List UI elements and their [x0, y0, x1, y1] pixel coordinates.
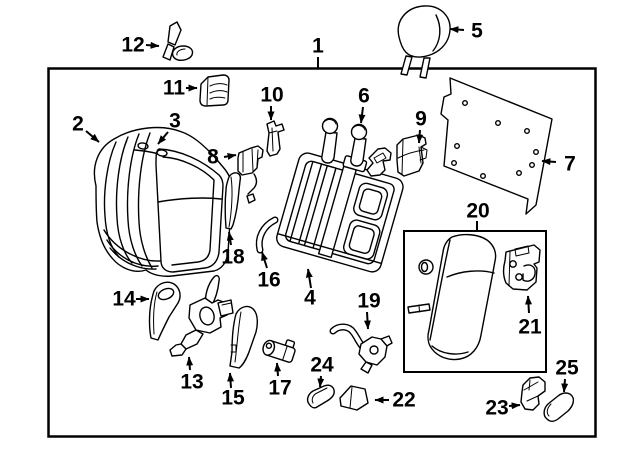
- callout-label-16[interactable]: 16: [257, 268, 281, 292]
- callout-label-18[interactable]: 18: [221, 245, 245, 269]
- callout-7-arrow: [541, 158, 557, 166]
- callout-2-arrow: [85, 130, 100, 143]
- callout-arrows: [85, 26, 569, 410]
- callout-label-1[interactable]: 1: [312, 34, 324, 58]
- part-13-latch-drawing: [169, 274, 234, 357]
- callout-label-5[interactable]: 5: [471, 19, 483, 43]
- callout-label-15[interactable]: 15: [221, 386, 245, 410]
- callout-label-22[interactable]: 22: [392, 388, 416, 412]
- callout-label-21[interactable]: 21: [518, 315, 542, 339]
- callout-label-13[interactable]: 13: [180, 370, 204, 394]
- part-17-cylinder-drawing: [262, 339, 296, 363]
- callout-label-12[interactable]: 12: [121, 33, 145, 57]
- callout-label-9[interactable]: 9: [415, 107, 427, 131]
- callout-label-4[interactable]: 4: [304, 286, 316, 310]
- callout-label-7[interactable]: 7: [564, 152, 576, 176]
- part-22-corner-cover-drawing: [339, 385, 369, 411]
- callout-16-arrow: [261, 251, 268, 269]
- part-24-trim-drawing: [306, 384, 335, 409]
- callout-18-arrow: [226, 231, 234, 246]
- callout-17-arrow: [274, 362, 282, 377]
- callout-label-2[interactable]: 2: [72, 112, 84, 136]
- callout-label-25[interactable]: 25: [555, 356, 579, 380]
- callout-6-arrow: [358, 106, 366, 124]
- part-25-oval-trim-drawing: [543, 392, 575, 422]
- callout-24-arrow: [317, 375, 325, 388]
- part-16-rod-drawing: [255, 216, 279, 254]
- callout-25-arrow: [561, 378, 569, 393]
- callout-label-6[interactable]: 6: [358, 84, 370, 108]
- part-clip-drawing: [366, 147, 392, 177]
- part-18-trim-strip-drawing: [224, 172, 242, 230]
- callout-label-17[interactable]: 17: [268, 376, 292, 400]
- part-clip-strip-drawing: [407, 303, 431, 314]
- part-15-cover-drawing: [229, 305, 259, 369]
- callout-label-3[interactable]: 3: [169, 109, 181, 133]
- part-23-cover-drawing: [520, 376, 546, 411]
- callout-label-8[interactable]: 8: [207, 145, 219, 169]
- part-14-cover-drawing: [148, 281, 181, 341]
- callout-21-arrow: [525, 295, 532, 314]
- part-10-bracket-drawing: [266, 120, 285, 157]
- part-7-back-panel-drawing: [440, 77, 553, 215]
- callout-label-10[interactable]: 10: [260, 83, 284, 107]
- part-11-guide-cap-drawing: [199, 74, 230, 107]
- callout-13-arrow: [186, 356, 194, 371]
- part-20-armrest-drawing: [427, 233, 497, 361]
- part-6-bolts-drawing: [321, 117, 368, 167]
- part-2-seat-back-pad-drawing: [93, 126, 233, 277]
- part-8-bracket-drawing: [237, 145, 264, 204]
- part-5-headrest-drawing: [397, 5, 451, 79]
- callout-label-24[interactable]: 24: [310, 353, 334, 377]
- callout-label-20[interactable]: 20: [466, 199, 490, 223]
- part-9-bracket-drawing: [396, 134, 428, 177]
- callout-23-arrow: [508, 402, 521, 410]
- callout-label-14[interactable]: 14: [112, 287, 136, 311]
- part-grommet-drawing: [418, 259, 434, 275]
- callout-9-arrow: [416, 129, 424, 144]
- callout-15-arrow: [227, 372, 235, 389]
- callout-3-arrow: [157, 131, 169, 145]
- part-19-release-lever-drawing: [329, 323, 393, 374]
- callout-19-arrow: [364, 311, 371, 330]
- part-21-latch-bracket-drawing: [502, 244, 541, 291]
- callout-5-arrow: [449, 26, 465, 34]
- callout-label-19[interactable]: 19: [357, 289, 381, 313]
- callout-12-arrow: [145, 41, 160, 49]
- callout-label-23[interactable]: 23: [485, 396, 509, 420]
- callout-8-arrow: [223, 152, 237, 160]
- part-12-hook-drawing: [162, 21, 194, 61]
- callout-label-11[interactable]: 11: [162, 76, 186, 100]
- callout-4-arrow: [305, 268, 313, 289]
